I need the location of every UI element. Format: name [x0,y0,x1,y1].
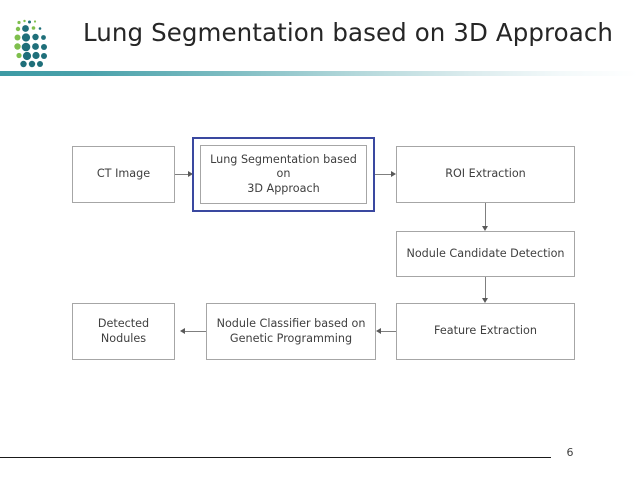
flow-node-feature-extraction[interactable]: Feature Extraction [396,303,575,360]
arrowhead-lungseg-to-roi [391,170,396,177]
arrowhead-roi-to-candidate [482,226,488,231]
flow-node-detected-nodules[interactable]: Detected Nodules [72,303,175,360]
connector-feature-to-classifier [381,331,396,332]
connector-classifier-to-detected [185,331,206,332]
connector-candidate-to-feature [485,277,486,298]
flow-node-label: Feature Extraction [434,324,537,338]
flow-node-nodule-classifier[interactable]: Nodule Classifier based on Genetic Progr… [206,303,376,360]
flow-node-label: Detected Nodules [97,317,150,345]
flow-node-roi-extraction[interactable]: ROI Extraction [396,146,575,203]
flow-node-label: Nodule Classifier based on Genetic Progr… [216,317,366,345]
flow-node-nodule-candidate-detection[interactable]: Nodule Candidate Detection [396,231,575,277]
connector-lungseg-to-roi [375,174,391,175]
footer-divider [0,457,551,459]
flow-node-label: Lung Segmentation based on 3D Approach [210,152,357,195]
flow-node-lung-segmentation[interactable]: Lung Segmentation based on 3D Approach [200,145,367,204]
slide-header: Lung Segmentation based on 3D Approach [0,0,638,78]
flow-node-label: Nodule Candidate Detection [406,246,565,260]
connector-ct-to-lungseg [175,174,188,175]
header-divider [0,71,638,76]
flow-node-label: CT Image [96,167,151,181]
flow-node-ct-image[interactable]: CT Image [72,146,175,203]
company-dot-logo [12,17,54,70]
page-title: Lung Segmentation based on 3D Approach [82,18,614,47]
logo-svg [14,19,47,68]
connector-roi-to-candidate [485,203,486,226]
flow-node-label: ROI Extraction [445,167,526,181]
arrowhead-feature-to-classifier [376,327,381,334]
arrowhead-classifier-to-detected [180,327,185,334]
page-number: 6 [566,446,574,459]
arrowhead-ct-to-lungseg [188,170,193,177]
arrowhead-candidate-to-feature [482,298,488,303]
logo-dots [14,19,47,68]
